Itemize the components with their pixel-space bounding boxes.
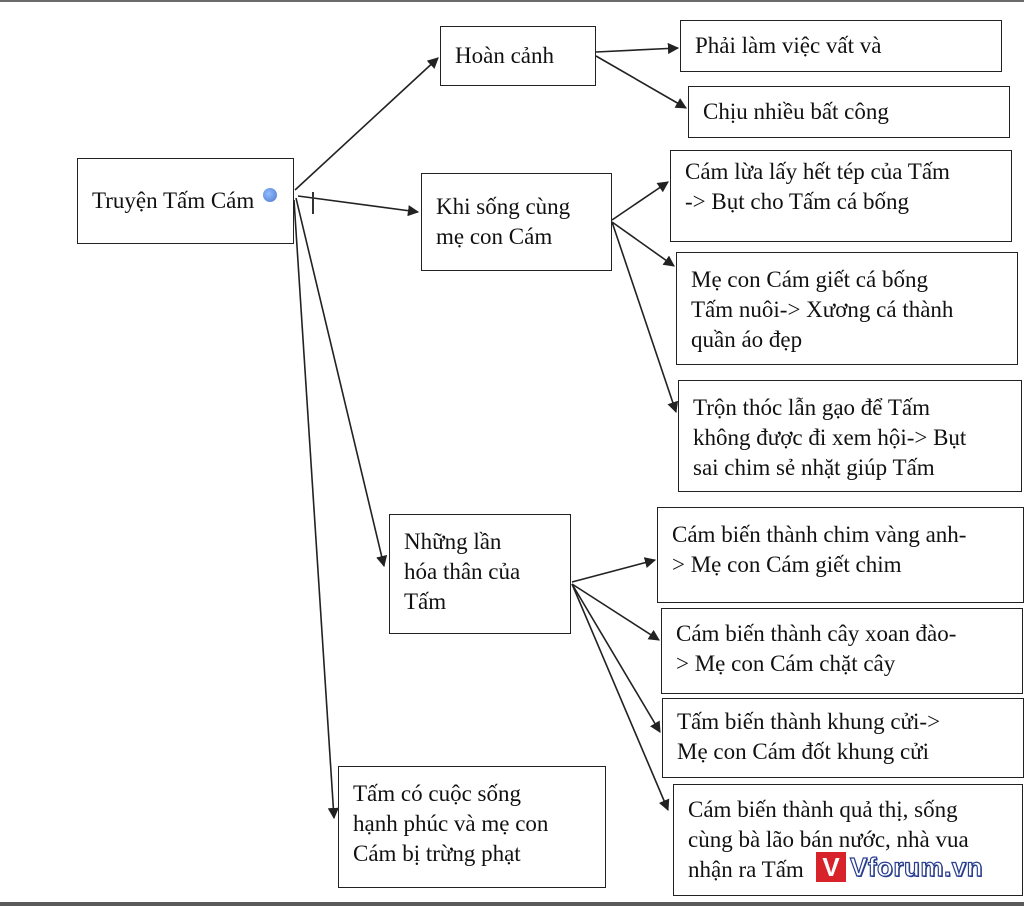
top-border — [0, 0, 1024, 2]
arrow-root-to-khi-song — [297, 195, 420, 217]
bottom-border — [0, 902, 1024, 906]
vforum-text: Vforum.vn — [849, 851, 984, 882]
arrow-root-to-hoan-canh — [294, 57, 439, 191]
arrow-hoan-canh-to-child-2 — [595, 55, 687, 109]
arrow-khi-song-to-child-2 — [611, 221, 675, 267]
vforum-logo-icon: V — [816, 852, 846, 882]
branch-tam-hanh-phuc: Tấm có cuộc sống hạnh phúc và mẹ con Cám… — [338, 766, 606, 888]
leaf-khung-cui: Tấm biến thành khung cửi-> Mẹ con Cám đố… — [662, 698, 1024, 778]
root-node: Truyện Tấm Cám — [77, 158, 294, 244]
arrow-root-to-hoa-than — [295, 197, 388, 568]
leaf-qua-thi: Cám biến thành quả thị, sống cùng bà lão… — [673, 784, 1023, 896]
arrow-hoa-than-to-child-2 — [571, 583, 660, 641]
arrow-hoa-than-to-child-1 — [571, 557, 657, 583]
branch-nhung-lan-hoa-than: Những lần hóa thân của Tấm — [389, 514, 571, 634]
vforum-watermark: V Vforum.vn — [816, 850, 983, 884]
branch-hoan-canh: Hoàn cảnh — [440, 26, 596, 86]
arrow-root-to-hanh-phuc — [293, 199, 339, 820]
arrow-hoan-canh-to-child-1 — [595, 42, 680, 55]
leaf-chiu-bat-cong: Chịu nhiều bất công — [688, 86, 1010, 138]
leaf-cay-xoan-dao: Cám biến thành cây xoan đào- > Mẹ con Cá… — [661, 608, 1023, 694]
text-caret — [312, 192, 314, 214]
leaf-cam-lua-tep: Cám lừa lấy hết tép của Tấm -> Bụt cho T… — [670, 150, 1012, 242]
leaf-giet-ca-bong: Mẹ con Cám giết cá bống Tấm nuôi-> Xương… — [676, 252, 1018, 365]
leaf-tron-thoc-gao: Trộn thóc lẫn gạo để Tấm không được đi x… — [678, 380, 1022, 492]
anchor-cursor-icon — [263, 188, 277, 202]
arrow-khi-song-to-child-3 — [611, 221, 679, 414]
arrow-khi-song-to-child-1 — [611, 181, 669, 221]
leaf-phai-lam-viec: Phải làm việc vất và — [680, 20, 1002, 72]
arrow-hoa-than-to-child-3 — [571, 583, 661, 733]
leaf-chim-vang-anh: Cám biến thành chim vàng anh- > Mẹ con C… — [657, 507, 1024, 603]
branch-khi-song-cung-me-con-cam: Khi sống cùng mẹ con Cám — [421, 173, 612, 271]
arrow-hoa-than-to-child-4 — [571, 583, 670, 812]
